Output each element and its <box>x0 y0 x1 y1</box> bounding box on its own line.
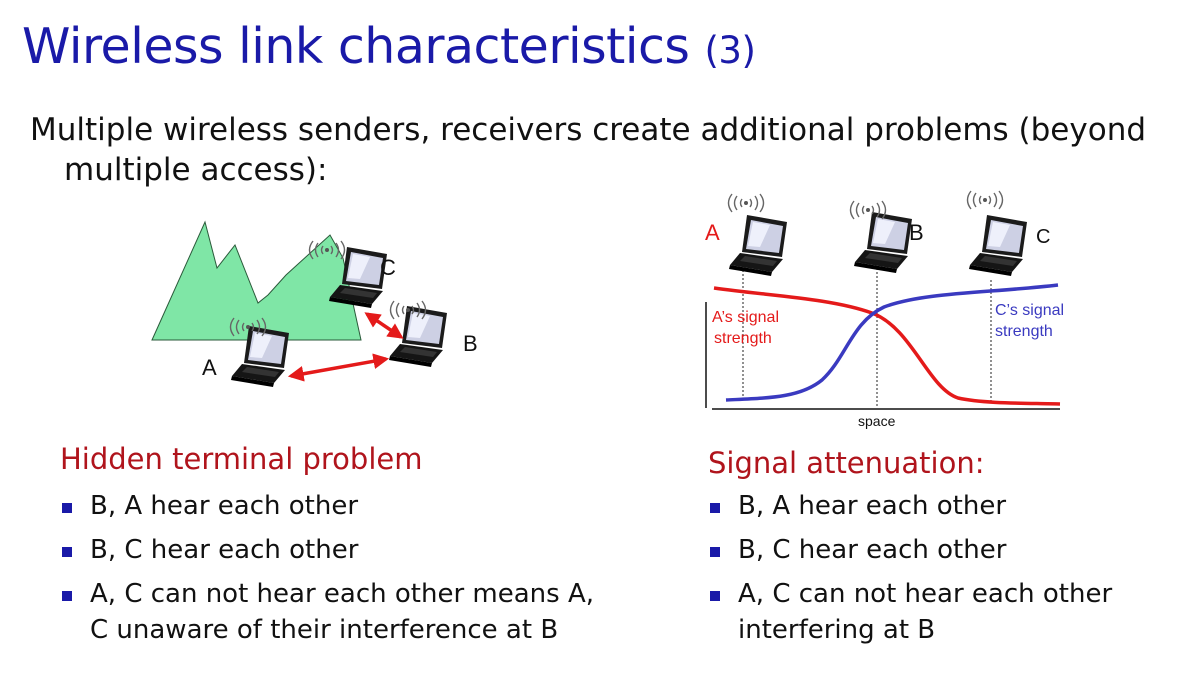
a-signal-strength-curve <box>713 286 1061 406</box>
double-arrow-icon <box>287 353 390 382</box>
square-bullet-icon <box>62 547 72 557</box>
hidden-label-a: A <box>202 355 217 380</box>
bullet-text: B, A hear each other <box>90 491 359 521</box>
laptop-icon <box>729 215 787 276</box>
c-signal-label-line-2: strength <box>995 323 1053 340</box>
x-axis-label: space <box>858 413 896 429</box>
attenuation-label-a: A <box>705 220 720 245</box>
attenuation-label-b: B <box>909 220 924 245</box>
laptop-icon <box>969 215 1027 276</box>
a-signal-label-line-2: strength <box>714 330 772 347</box>
hidden-terminal-heading: Hidden terminal problem <box>60 442 423 476</box>
square-bullet-icon <box>710 591 720 601</box>
signal-attenuation-bullet-list: B, A hear each other B, C hear each othe… <box>708 488 1168 656</box>
double-arrow-icon <box>364 312 404 339</box>
hidden-label-c: C <box>380 255 396 280</box>
bullet-text: B, C hear each other <box>90 535 359 565</box>
intro-text: Multiple wireless senders, receivers cre… <box>30 110 1180 190</box>
square-bullet-icon <box>710 547 720 557</box>
wireless-waves-icon <box>966 190 1004 210</box>
signal-attenuation-diagram: A B C A’s signal strength C’s signal str… <box>705 190 1064 429</box>
laptop-icon <box>854 212 912 273</box>
square-bullet-icon <box>62 503 72 513</box>
attenuation-label-c: C <box>1036 226 1050 248</box>
mountain-obstacle-icon <box>151 220 362 341</box>
hidden-terminal-diagram: A B C <box>151 220 478 387</box>
intro-line-2: multiple access): <box>64 152 328 188</box>
slide-title-text: Wireless link characteristics <box>22 18 690 75</box>
hidden-terminal-bullet-list: B, A hear each other B, C hear each othe… <box>60 488 620 656</box>
a-signal-label-line-1: A’s signal <box>712 309 779 326</box>
square-bullet-icon <box>62 591 72 601</box>
list-item: B, A hear each other <box>708 488 1168 524</box>
c-signal-strength-curve <box>725 283 1059 402</box>
list-item: A, C can not hear each other interfering… <box>708 576 1168 648</box>
bullet-text: B, A hear each other <box>738 491 1007 521</box>
bullet-text: A, C can not hear each other means A, C … <box>90 579 595 645</box>
wireless-waves-icon <box>727 193 765 213</box>
signal-attenuation-heading: Signal attenuation: <box>708 446 985 480</box>
c-signal-label-line-1: C’s signal <box>995 302 1064 319</box>
intro-line-1: Multiple wireless senders, receivers cre… <box>30 112 1147 148</box>
square-bullet-icon <box>710 503 720 513</box>
list-item: B, A hear each other <box>60 488 620 524</box>
slide-title: Wireless link characteristics (3) <box>22 18 756 75</box>
list-item: A, C can not hear each other means A, C … <box>60 576 620 648</box>
list-item: B, C hear each other <box>60 532 620 568</box>
list-item: B, C hear each other <box>708 532 1168 568</box>
hidden-label-b: B <box>463 331 478 356</box>
bullet-text: A, C can not hear each other interfering… <box>738 579 1113 645</box>
slide-title-suffix: (3) <box>704 29 756 72</box>
bullet-text: B, C hear each other <box>738 535 1007 565</box>
